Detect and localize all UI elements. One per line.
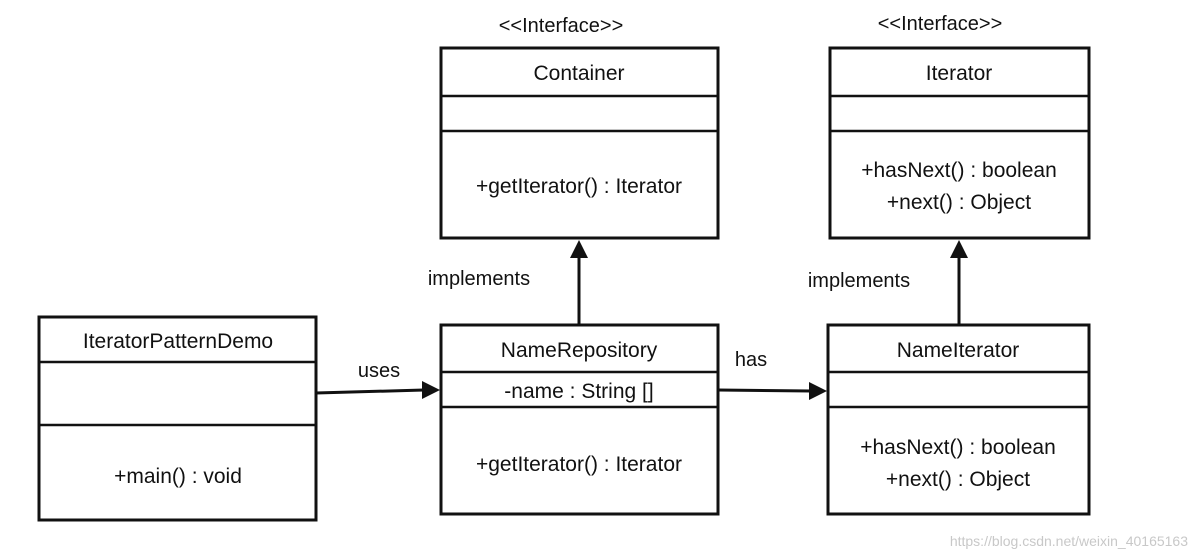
implements-container-label: implements xyxy=(428,268,530,290)
uses-edge xyxy=(315,381,440,399)
has-line xyxy=(717,388,812,393)
container-stereotype: <<Interface>> xyxy=(499,15,624,37)
container-class-name: Container xyxy=(533,62,624,85)
name-iterator-class-box: NameIterator +hasNext() : boolean +next(… xyxy=(826,323,1091,516)
iterator-box-frame xyxy=(828,46,1091,240)
implements-iterator-label: implements xyxy=(808,270,910,292)
iterator-stereotype: <<Interface>> xyxy=(878,13,1003,35)
watermark-text: https://blog.csdn.net/weixin_40165163 xyxy=(950,533,1188,549)
iterator-class-box: Iterator +hasNext() : boolean +next() : … xyxy=(828,46,1091,240)
name-iterator-box-frame xyxy=(826,323,1091,516)
name-iterator-method-hasnext: +hasNext() : boolean xyxy=(860,436,1056,459)
iterator-pattern-demo-method: +main() : void xyxy=(114,465,242,488)
name-repository-method: +getIterator() : Iterator xyxy=(476,453,682,476)
implements-iterator-arrowhead xyxy=(950,240,968,258)
uses-line xyxy=(315,388,425,395)
iterator-pattern-demo-class-box: IteratorPatternDemo +main() : void xyxy=(37,315,318,522)
implements-container-edge xyxy=(570,240,588,325)
has-arrowhead xyxy=(809,382,827,400)
iterator-method-hasnext: +hasNext() : boolean xyxy=(861,159,1057,182)
container-method: +getIterator() : Iterator xyxy=(476,175,682,198)
has-edge xyxy=(717,382,827,400)
name-repository-attribute: -name : String [] xyxy=(504,380,653,403)
uses-arrowhead xyxy=(422,381,440,399)
name-repository-class-name: NameRepository xyxy=(501,339,658,362)
container-box-frame xyxy=(439,46,720,240)
uses-label: uses xyxy=(358,360,400,382)
iterator-pattern-demo-box-frame xyxy=(37,315,318,522)
iterator-class-name: Iterator xyxy=(926,62,993,85)
implements-container-arrowhead xyxy=(570,240,588,258)
iterator-method-next: +next() : Object xyxy=(887,191,1031,214)
name-iterator-class-name: NameIterator xyxy=(897,339,1020,362)
implements-iterator-edge xyxy=(950,240,968,325)
name-repository-class-box: NameRepository -name : String [] +getIte… xyxy=(439,323,720,516)
container-class-box: Container +getIterator() : Iterator xyxy=(439,46,720,240)
iterator-pattern-demo-class-name: IteratorPatternDemo xyxy=(83,330,273,353)
has-label: has xyxy=(735,349,767,371)
name-iterator-method-next: +next() : Object xyxy=(886,468,1030,491)
